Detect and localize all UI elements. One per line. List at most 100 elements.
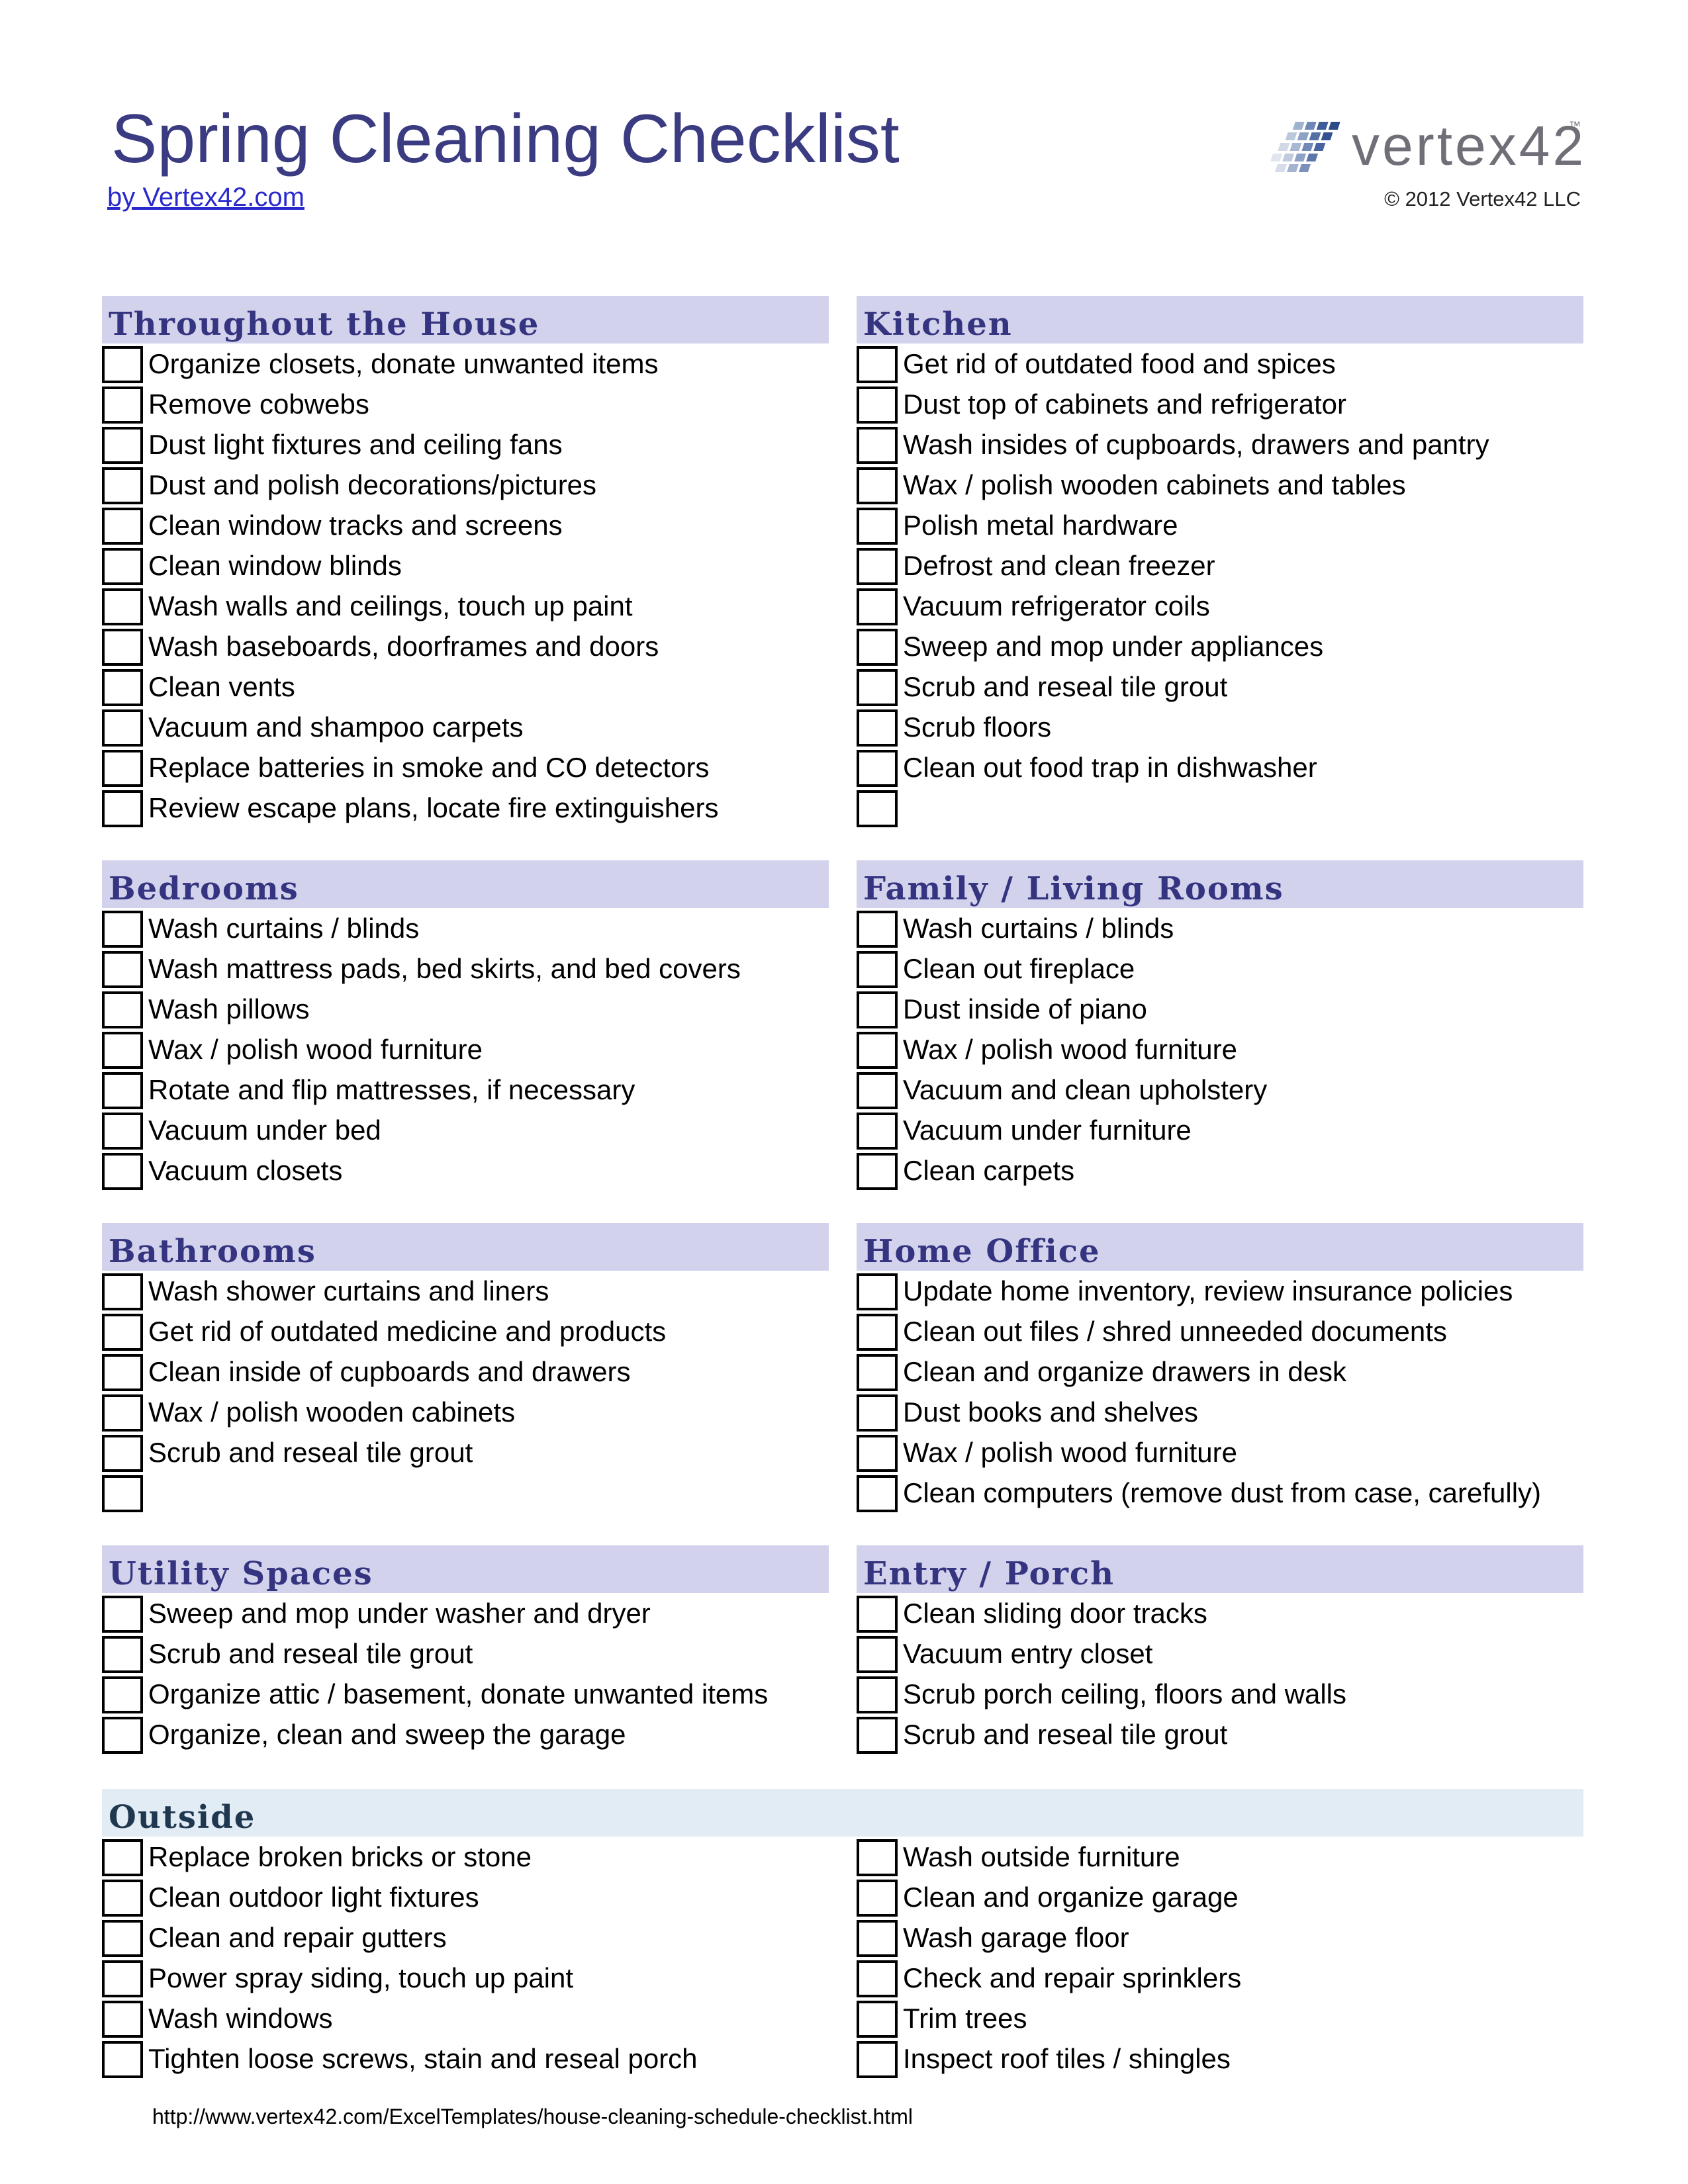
- checkbox[interactable]: [857, 1960, 898, 1997]
- checklist-item: Clean computers (remove dust from case, …: [857, 1473, 1583, 1513]
- checklist-item: Scrub and reseal tile grout: [857, 666, 1583, 707]
- checkbox[interactable]: [857, 1273, 898, 1310]
- checkbox[interactable]: [857, 427, 898, 464]
- checkbox[interactable]: [857, 346, 898, 383]
- item-label: Wax / polish wooden cabinets and tables: [903, 469, 1406, 500]
- checkbox[interactable]: [857, 387, 898, 424]
- checkbox[interactable]: [857, 1153, 898, 1190]
- item-label: Wash baseboards, doorframes and doors: [148, 631, 659, 662]
- checkbox[interactable]: [102, 750, 143, 787]
- item-label: Wax / polish wood furniture: [148, 1034, 483, 1065]
- checkbox[interactable]: [857, 467, 898, 504]
- checkbox[interactable]: [102, 1475, 143, 1512]
- checkbox[interactable]: [102, 790, 143, 827]
- checkbox[interactable]: [102, 1113, 143, 1150]
- item-label: Wash curtains / blinds: [903, 913, 1174, 944]
- checkbox[interactable]: [857, 1596, 898, 1633]
- checkbox[interactable]: [857, 1839, 898, 1876]
- item-label: Organize, clean and sweep the garage: [148, 1719, 626, 1750]
- checkbox[interactable]: [857, 991, 898, 1028]
- checkbox[interactable]: [857, 1113, 898, 1150]
- checkbox[interactable]: [857, 1717, 898, 1754]
- item-label: Vacuum and shampoo carpets: [148, 711, 524, 743]
- checkbox[interactable]: [102, 1596, 143, 1633]
- item-label: Get rid of outdated medicine and product…: [148, 1316, 667, 1347]
- checklist-item: [102, 1473, 829, 1513]
- checkbox[interactable]: [102, 709, 143, 747]
- checkbox[interactable]: [102, 1960, 143, 1997]
- checkbox[interactable]: [857, 548, 898, 585]
- checkbox[interactable]: [102, 951, 143, 988]
- checkbox[interactable]: [857, 911, 898, 948]
- checkbox[interactable]: [857, 790, 898, 827]
- checklist-item: Replace broken bricks or stone: [102, 1837, 829, 1877]
- checkbox[interactable]: [102, 1435, 143, 1472]
- checkbox[interactable]: [102, 2041, 143, 2078]
- section-bedrooms: Bedrooms Wash curtains / blinds Wash mat…: [102, 860, 829, 1191]
- checkbox[interactable]: [102, 387, 143, 424]
- item-label: Clean out food trap in dishwasher: [903, 752, 1317, 783]
- checkbox[interactable]: [102, 1636, 143, 1673]
- checkbox[interactable]: [102, 1032, 143, 1069]
- item-label: Wash insides of cupboards, drawers and p…: [903, 429, 1489, 460]
- checkbox[interactable]: [102, 427, 143, 464]
- checkbox[interactable]: [102, 1839, 143, 1876]
- checkbox[interactable]: [102, 1153, 143, 1190]
- checkbox[interactable]: [857, 1435, 898, 1472]
- checklist-item: Remove cobwebs: [102, 384, 829, 424]
- checkbox[interactable]: [857, 1920, 898, 1957]
- checkbox[interactable]: [857, 1354, 898, 1391]
- checkbox[interactable]: [857, 1676, 898, 1713]
- checkbox[interactable]: [102, 991, 143, 1028]
- checkbox[interactable]: [857, 1314, 898, 1351]
- checkbox[interactable]: [102, 508, 143, 545]
- checkbox[interactable]: [857, 2001, 898, 2038]
- byline-link[interactable]: by Vertex42.com: [107, 183, 305, 212]
- checkbox[interactable]: [857, 508, 898, 545]
- item-label: Wax / polish wood furniture: [903, 1034, 1238, 1065]
- checklist-item: Wash outside furniture: [857, 1837, 1583, 1877]
- checkbox[interactable]: [102, 588, 143, 625]
- checkbox[interactable]: [102, 467, 143, 504]
- footer-url-link[interactable]: http://www.vertex42.com/ExcelTemplates/h…: [152, 2105, 913, 2128]
- item-label: Wash garage floor: [903, 1922, 1129, 1953]
- checkbox[interactable]: [102, 1676, 143, 1713]
- checkbox[interactable]: [102, 1717, 143, 1754]
- checkbox[interactable]: [857, 1032, 898, 1069]
- checkbox[interactable]: [857, 1636, 898, 1673]
- checklist-item: Wash walls and ceilings, touch up paint: [102, 586, 829, 626]
- checkbox[interactable]: [857, 2041, 898, 2078]
- checkbox[interactable]: [102, 1880, 143, 1917]
- checkbox[interactable]: [102, 548, 143, 585]
- checkbox[interactable]: [102, 1072, 143, 1109]
- checkbox[interactable]: [102, 1354, 143, 1391]
- checkbox[interactable]: [857, 750, 898, 787]
- checkbox[interactable]: [102, 1314, 143, 1351]
- checklist-item: Dust inside of piano: [857, 989, 1583, 1029]
- checkbox[interactable]: [102, 2001, 143, 2038]
- checkbox[interactable]: [857, 669, 898, 706]
- item-label: Scrub porch ceiling, floors and walls: [903, 1678, 1346, 1709]
- checkbox[interactable]: [857, 629, 898, 666]
- checkbox[interactable]: [102, 1273, 143, 1310]
- item-label: Clean inside of cupboards and drawers: [148, 1356, 631, 1387]
- item-label: Wax / polish wood furniture: [903, 1437, 1238, 1468]
- checkbox[interactable]: [102, 1920, 143, 1957]
- checkbox[interactable]: [857, 1475, 898, 1512]
- checkbox[interactable]: [102, 1394, 143, 1432]
- checkbox[interactable]: [857, 1072, 898, 1109]
- checkbox[interactable]: [857, 1394, 898, 1432]
- checklist-item: Vacuum refrigerator coils: [857, 586, 1583, 626]
- checklist-item: Trim trees: [857, 1998, 1583, 2038]
- checkbox[interactable]: [102, 629, 143, 666]
- checkbox[interactable]: [102, 669, 143, 706]
- item-label: Dust inside of piano: [903, 993, 1147, 1024]
- checkbox[interactable]: [857, 951, 898, 988]
- checkbox[interactable]: [102, 346, 143, 383]
- checkbox[interactable]: [857, 588, 898, 625]
- checkbox[interactable]: [857, 1880, 898, 1917]
- checkbox[interactable]: [102, 911, 143, 948]
- section-throughout-the-house: Throughout the House Organize closets, d…: [102, 296, 829, 828]
- checkbox[interactable]: [857, 709, 898, 747]
- checklist-item: Wash pillows: [102, 989, 829, 1029]
